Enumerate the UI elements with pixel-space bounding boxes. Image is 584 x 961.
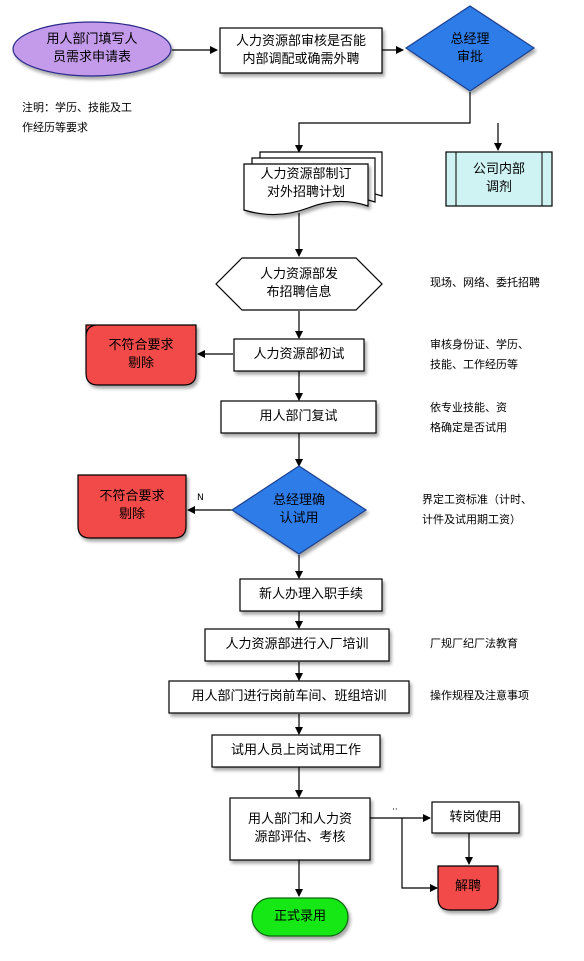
gm-approve-label: 总经理 审批 — [450, 32, 490, 65]
edge-label-n: N — [197, 493, 204, 503]
evaluation-box — [229, 797, 371, 861]
evaluation-label: 用人部门和人力资 源部评估、考核 — [247, 812, 352, 845]
internal-transfer-label: 公司内部 调剂 — [472, 162, 525, 195]
transfer-label: 转岗使用 — [449, 809, 502, 825]
edge-label-dots: ·· — [392, 805, 398, 815]
start-oval — [12, 21, 172, 77]
gm-confirm-label: 总经理确 认试用 — [272, 493, 325, 526]
plan-multidoc — [243, 151, 383, 216]
dismiss-shape — [437, 865, 499, 911]
gm-confirm-diamond — [230, 465, 368, 555]
hr-training-label: 人力资源部进行入厂培训 — [225, 637, 369, 652]
onboarding-label: 新人办理入职手续 — [258, 587, 363, 602]
trial-box — [211, 734, 381, 768]
hr-first-interview-label: 人力资源部初试 — [253, 347, 345, 362]
note-channels: 现场、网络、委托招聘 — [430, 276, 540, 289]
reject2-shape — [77, 474, 187, 539]
note-skills: 依专业技能、资 格确定是否试用 — [430, 401, 507, 434]
internal-transfer-stripes — [455, 152, 543, 206]
hr-training-box — [204, 628, 390, 662]
note-requirements: 注明：学历、技能及工 作经历等要求 — [22, 101, 132, 134]
hire-label: 正式录用 — [273, 909, 326, 924]
connectors — [172, 46, 502, 897]
dept-training-box — [168, 680, 410, 714]
dismiss-label: 解聘 — [454, 879, 481, 894]
reject2-label: 不符合要求 剔除 — [99, 489, 165, 522]
dept-second-interview-box — [220, 400, 377, 434]
note-ops: 操作规程及注意事项 — [430, 689, 529, 702]
dept-training-label: 用人部门进行岗前车间、班组培训 — [191, 689, 387, 704]
publish-label: 人力资源部发 布招聘信息 — [259, 267, 338, 300]
hire-terminal — [251, 897, 349, 937]
hr-review-label: 人力资源部审核是否能 内部调配或确需外聘 — [235, 33, 366, 67]
hr-first-interview-box — [233, 338, 365, 372]
reject1-label: 不符合要求 剔除 — [108, 338, 174, 371]
onboarding-box — [239, 578, 383, 612]
trial-label: 试用人员上岗试用工作 — [230, 743, 361, 758]
hr-review-box — [219, 27, 383, 74]
internal-transfer-box — [445, 151, 553, 207]
note-rules: 厂规厂纪厂法教育 — [430, 637, 518, 650]
note-salary: 界定工资标准（计时、 计件及试用期工资） — [422, 493, 532, 526]
transfer-box — [431, 801, 520, 834]
dept-second-interview-label: 用人部门复试 — [259, 409, 338, 424]
plan-label: 人力资源部制订 对外招聘计划 — [260, 167, 352, 200]
start-label: 用人部门填写人 员需求申请表 — [46, 32, 138, 65]
gm-approve-diamond — [404, 5, 536, 92]
note-check: 审核身份证、学历、 技能、工作经历等 — [430, 338, 529, 371]
publish-hexagon — [215, 257, 383, 311]
reject1-shape — [85, 324, 197, 386]
